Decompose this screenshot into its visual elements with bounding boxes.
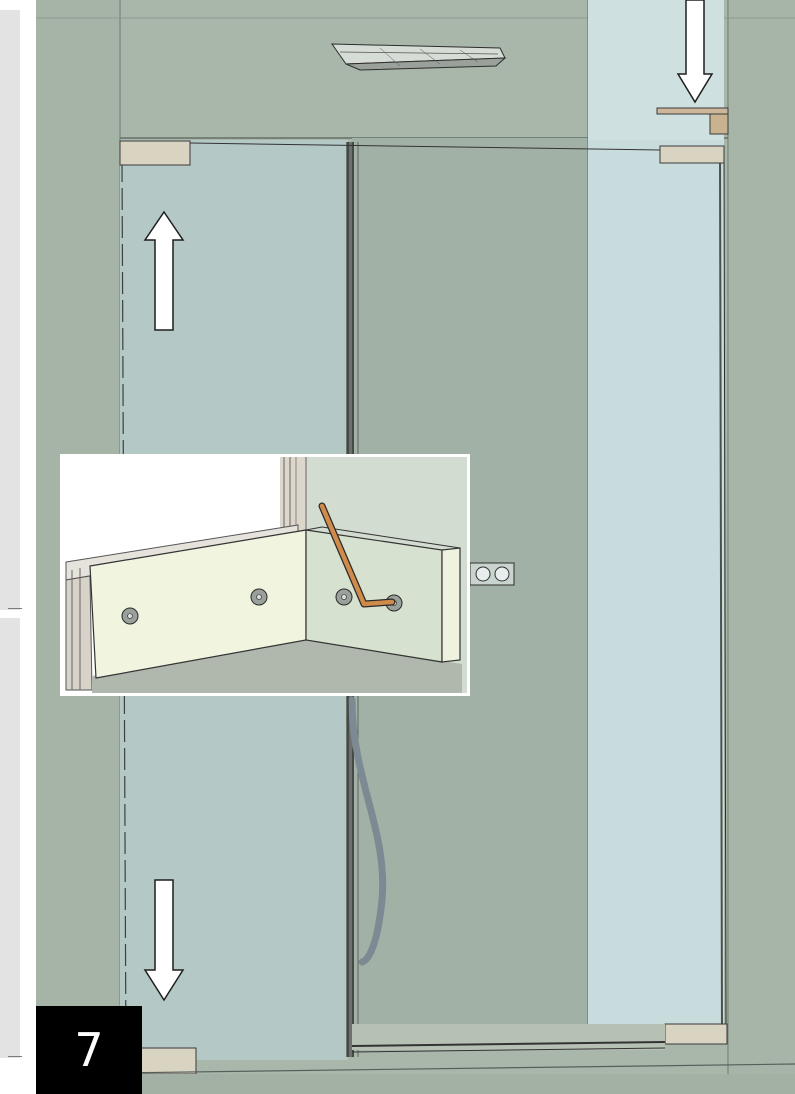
top-right-bracket: [660, 146, 724, 163]
rain-shower-head: [332, 44, 505, 70]
previous-page-edge: [0, 0, 36, 1094]
screw-icon: [336, 589, 352, 605]
top-left-bracket: [120, 141, 190, 165]
mixer-valve: [470, 563, 514, 585]
detail-inset: [60, 454, 470, 696]
screw-icon: [251, 589, 267, 605]
screw-icon: [122, 608, 138, 624]
shower-enclosure-drawing: [36, 0, 795, 1094]
step-number-badge: 7: [36, 1006, 142, 1094]
inset-bracket-side: [306, 530, 442, 662]
bottom-right-bracket: [665, 1024, 727, 1044]
right-wall: [728, 0, 795, 1094]
bottom-left-bracket: [140, 1048, 196, 1074]
